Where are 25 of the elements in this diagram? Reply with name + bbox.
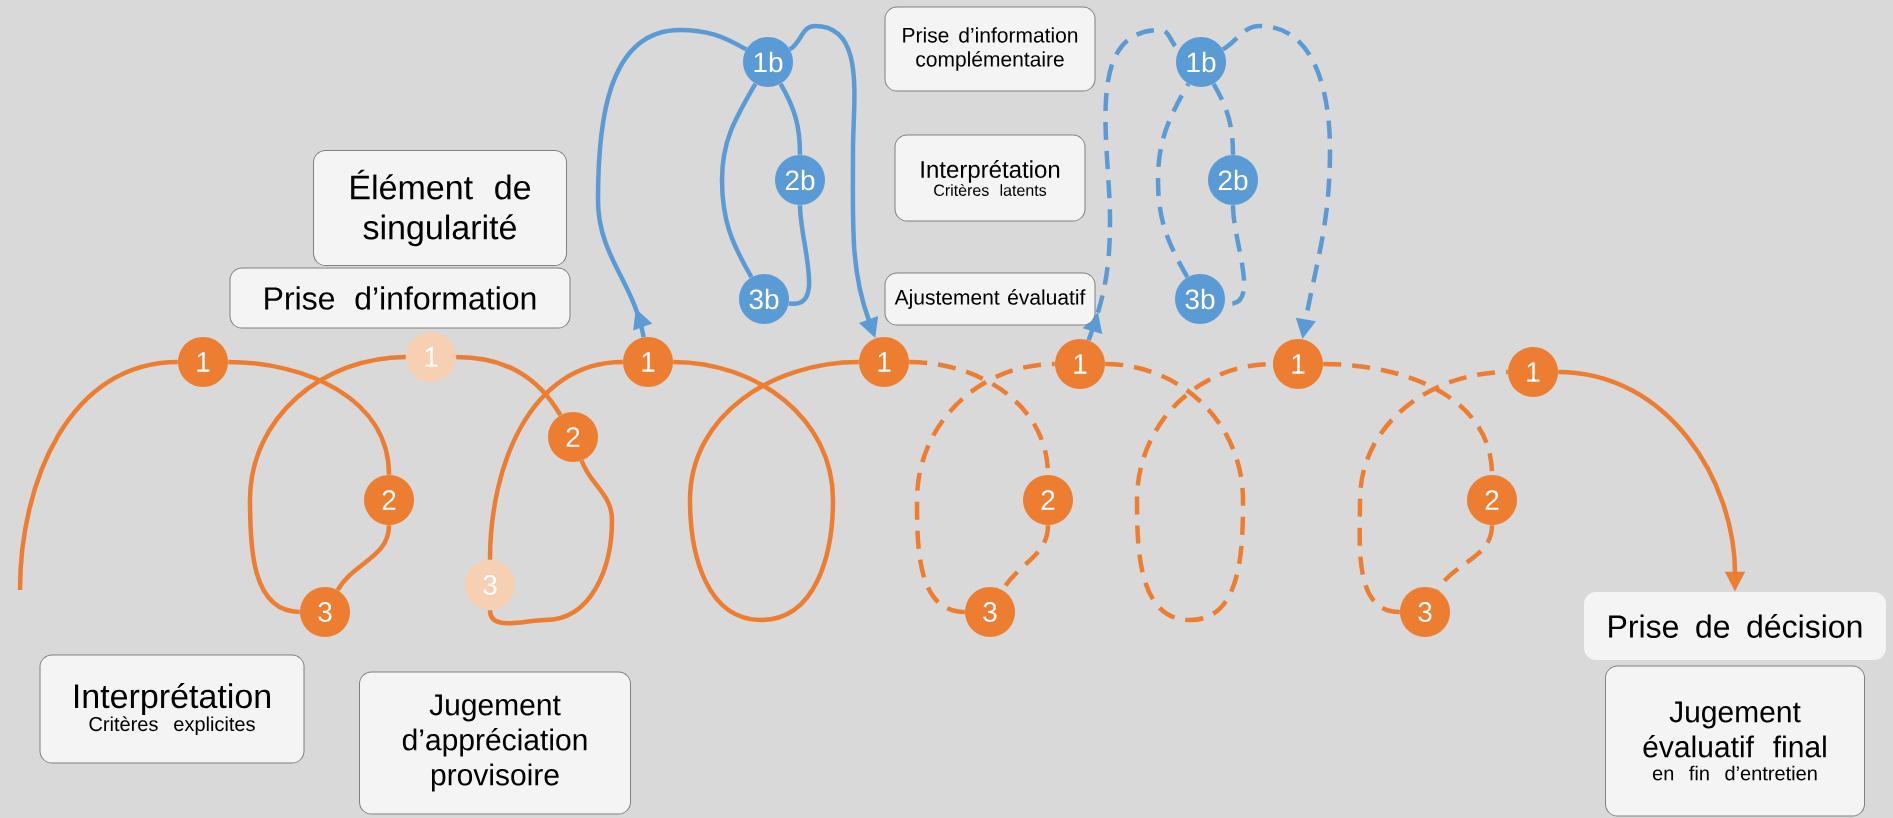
spiral-line [1435,524,1495,592]
spiral-line [487,359,624,560]
text-box: Jugement d’appréciation provisoire [359,671,631,815]
spiral-line [228,359,392,475]
spiral-line [17,359,178,591]
text-box: Élément de singularité [313,150,567,266]
spiral-line [719,82,758,279]
text-box: Ajustement évaluatif [884,272,1096,326]
text-box: Prise d’information complémentaire [884,6,1096,92]
arrow [595,27,748,338]
spiral-line [788,205,812,306]
spiral-line [1357,369,1508,615]
text-box: Interprétation Critères latents [894,134,1086,222]
spiral-line [1211,82,1236,155]
spiral-line [335,525,392,592]
spiral-line [914,361,1055,615]
spiral-line [456,354,563,417]
text-box: Prise de décision [1584,592,1886,660]
spiral-line [1155,82,1191,279]
text-box: Jugement évaluatif final en fin d’entretien [1605,665,1865,817]
spiral-line [673,359,859,623]
text-box: Prise d’information [229,267,571,329]
spiral-line [247,354,406,615]
spiral-line [778,82,803,155]
text-box: Interprétation Critères explicites [39,654,305,764]
